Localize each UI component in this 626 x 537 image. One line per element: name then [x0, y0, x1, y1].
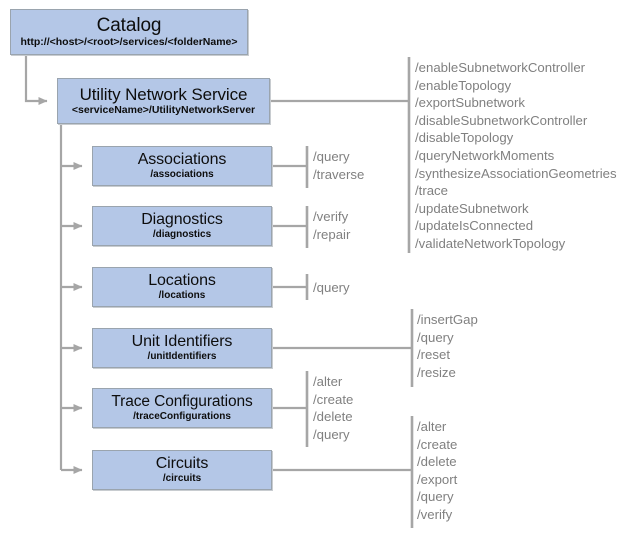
operation-item: /delete [313, 409, 353, 425]
node-diagnostics-path: /diagnostics [152, 229, 212, 241]
operation-item: /trace [415, 183, 448, 199]
operation-item: /verify [313, 209, 349, 224]
operation-item: /delete [417, 454, 457, 470]
node-associations-title: Associations [137, 150, 227, 168]
operation-item: /alter [313, 374, 343, 389]
node-locations-title: Locations [148, 271, 216, 289]
node-circuits[interactable]: Circuits /circuits [92, 450, 272, 490]
operation-item: /disableSubnetworkController [415, 112, 588, 128]
node-catalog[interactable]: Catalog http://<host>/<root>/services/<f… [10, 9, 248, 55]
operation-item: /reset [417, 347, 450, 363]
node-catalog-path: http://<host>/<root>/services/<folderNam… [20, 35, 238, 48]
node-catalog-title: Catalog [96, 14, 162, 36]
operations-trace-configurations: /alter/create/delete/query [313, 373, 353, 443]
operations-diagnostics: /verify/repair [313, 208, 350, 243]
operation-item: /query [417, 329, 454, 345]
operation-item: /alter [417, 419, 447, 434]
operation-item: /updateSubnetwork [415, 200, 529, 216]
node-utility-network-service[interactable]: Utility Network Service <serviceName>/Ut… [57, 78, 270, 124]
operation-item: /resize [417, 364, 456, 380]
operation-item: /traverse [313, 166, 365, 182]
connector-catalog-to-uns [24, 56, 48, 105]
operations-locations: /query [313, 279, 350, 297]
node-associations[interactable]: Associations /associations [92, 146, 272, 186]
operation-item: /updateIsConnected [415, 218, 534, 234]
node-diagnostics[interactable]: Diagnostics /diagnostics [92, 206, 272, 246]
operations-circuits: /alter/create/delete/export/query/verify [417, 418, 457, 524]
operation-item: /repair [313, 226, 351, 242]
operations-associations: /query/traverse [313, 148, 364, 183]
node-locations[interactable]: Locations /locations [92, 267, 272, 307]
operation-item: /query [313, 149, 350, 164]
operations-utility-network-service: /enableSubnetworkController/enableTopolo… [415, 59, 617, 253]
operation-item: /enableTopology [415, 77, 512, 93]
operation-item: /synthesizeAssociationGeometries [415, 165, 617, 181]
operation-item: /enableSubnetworkController [415, 60, 586, 75]
node-trace-configurations[interactable]: Trace Configurations /traceConfiguration… [92, 388, 272, 428]
operation-item: /verify [417, 506, 453, 522]
operation-item: /query [417, 489, 454, 505]
node-unit-identifiers[interactable]: Unit Identifiers /unitIdentifiers [92, 328, 272, 368]
operation-item: /query [313, 280, 350, 295]
node-trace-configurations-title: Trace Configurations [111, 392, 253, 410]
node-utility-network-service-path: <serviceName>/UtilityNetworkServer [71, 103, 256, 116]
node-utility-network-service-title: Utility Network Service [79, 84, 248, 104]
operation-item: /validateNetworkTopology [415, 235, 566, 251]
operation-item: /queryNetworkMoments [415, 147, 555, 163]
operation-item: /insertGap [417, 312, 478, 327]
operation-item: /create [417, 436, 458, 452]
node-unit-identifiers-title: Unit Identifiers [131, 332, 233, 350]
operation-item: /create [313, 391, 354, 407]
node-trace-configurations-path: /traceConfigurations [133, 411, 231, 423]
operation-item: /export [417, 471, 458, 487]
node-unit-identifiers-path: /unitIdentifiers [147, 351, 217, 363]
operation-item: /disableTopology [415, 130, 514, 146]
node-circuits-title: Circuits [155, 454, 209, 472]
node-diagnostics-title: Diagnostics [141, 210, 223, 228]
node-associations-path: /associations [150, 169, 214, 181]
operation-item: /exportSubnetwork [415, 95, 525, 111]
node-locations-path: /locations [158, 290, 206, 302]
operations-unit-identifiers: /insertGap/query/reset/resize [417, 311, 478, 381]
operation-item: /query [313, 426, 350, 442]
node-circuits-path: /circuits [162, 473, 202, 485]
